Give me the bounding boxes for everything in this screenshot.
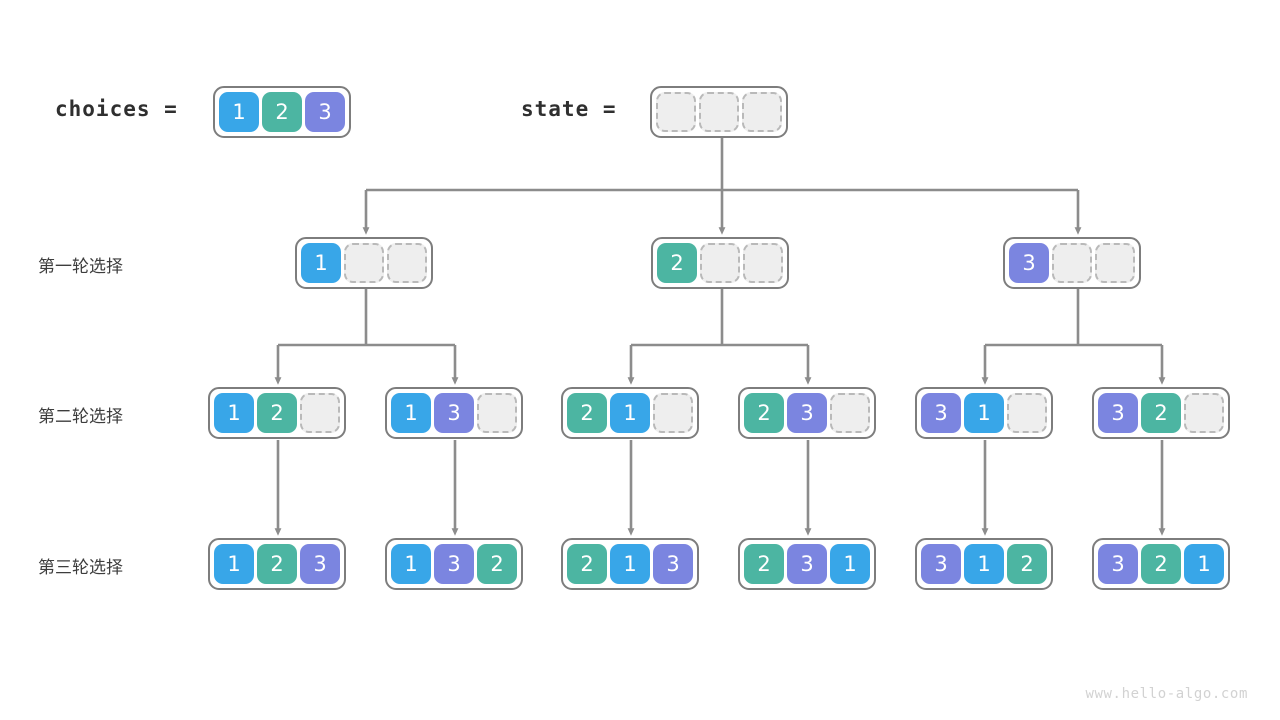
r2n2-cell-3 bbox=[477, 393, 517, 433]
choices-cell-2: 2 bbox=[262, 92, 302, 132]
state-node-round1-2: 2 bbox=[651, 237, 789, 289]
r3n3-cell-2: 1 bbox=[610, 544, 650, 584]
r3n1-cell-3: 3 bbox=[300, 544, 340, 584]
state-label: state = bbox=[521, 97, 617, 121]
r3n6-cell-2: 2 bbox=[1141, 544, 1181, 584]
r2n3-cell-2: 1 bbox=[610, 393, 650, 433]
r2n3-cell-3 bbox=[653, 393, 693, 433]
r3n1-cell-1: 1 bbox=[214, 544, 254, 584]
row-label-round-1: 第一轮选择 bbox=[38, 257, 123, 277]
r2n5-cell-3 bbox=[1007, 393, 1047, 433]
r2n5-cell-2: 1 bbox=[964, 393, 1004, 433]
r3n6-cell-1: 3 bbox=[1098, 544, 1138, 584]
r3n4-cell-2: 3 bbox=[787, 544, 827, 584]
choices-cell-1: 1 bbox=[219, 92, 259, 132]
r3n2-cell-1: 1 bbox=[391, 544, 431, 584]
watermark: www.hello-algo.com bbox=[1085, 686, 1248, 702]
r1n2-cell-2 bbox=[700, 243, 740, 283]
r3n4-cell-1: 2 bbox=[744, 544, 784, 584]
r2n6-cell-2: 2 bbox=[1141, 393, 1181, 433]
r1n1-cell-3 bbox=[387, 243, 427, 283]
r3n2-cell-2: 3 bbox=[434, 544, 474, 584]
state-node-round1-1: 1 bbox=[295, 237, 433, 289]
row-label-round-3: 第三轮选择 bbox=[38, 558, 123, 578]
r2n4-cell-1: 2 bbox=[744, 393, 784, 433]
state-array bbox=[650, 86, 788, 138]
r3n3-cell-3: 3 bbox=[653, 544, 693, 584]
r3n5-cell-3: 2 bbox=[1007, 544, 1047, 584]
r3n5-cell-2: 1 bbox=[964, 544, 1004, 584]
r1n3-cell-3 bbox=[1095, 243, 1135, 283]
state-cell-2 bbox=[699, 92, 739, 132]
r2n1-cell-3 bbox=[300, 393, 340, 433]
state-cell-1 bbox=[656, 92, 696, 132]
r1n3-cell-1: 3 bbox=[1009, 243, 1049, 283]
r1n2-cell-1: 2 bbox=[657, 243, 697, 283]
r3n2-cell-3: 2 bbox=[477, 544, 517, 584]
r3n4-cell-3: 1 bbox=[830, 544, 870, 584]
r3n3-cell-1: 2 bbox=[567, 544, 607, 584]
choices-label: choices = bbox=[55, 97, 178, 121]
r3n5-cell-1: 3 bbox=[921, 544, 961, 584]
r2n1-cell-2: 2 bbox=[257, 393, 297, 433]
r2n1-cell-1: 1 bbox=[214, 393, 254, 433]
r1n3-cell-2 bbox=[1052, 243, 1092, 283]
choices-cell-3: 3 bbox=[305, 92, 345, 132]
r2n3-cell-1: 2 bbox=[567, 393, 607, 433]
r2n6-cell-3 bbox=[1184, 393, 1224, 433]
r2n6-cell-1: 3 bbox=[1098, 393, 1138, 433]
r2n5-cell-1: 3 bbox=[921, 393, 961, 433]
r2n4-cell-2: 3 bbox=[787, 393, 827, 433]
r1n1-cell-1: 1 bbox=[301, 243, 341, 283]
r1n1-cell-2 bbox=[344, 243, 384, 283]
r2n2-cell-2: 3 bbox=[434, 393, 474, 433]
r3n6-cell-3: 1 bbox=[1184, 544, 1224, 584]
r1n2-cell-3 bbox=[743, 243, 783, 283]
state-cell-3 bbox=[742, 92, 782, 132]
row-label-round-2: 第二轮选择 bbox=[38, 407, 123, 427]
r2n4-cell-3 bbox=[830, 393, 870, 433]
r2n2-cell-1: 1 bbox=[391, 393, 431, 433]
r3n1-cell-2: 2 bbox=[257, 544, 297, 584]
state-node-round1-3: 3 bbox=[1003, 237, 1141, 289]
